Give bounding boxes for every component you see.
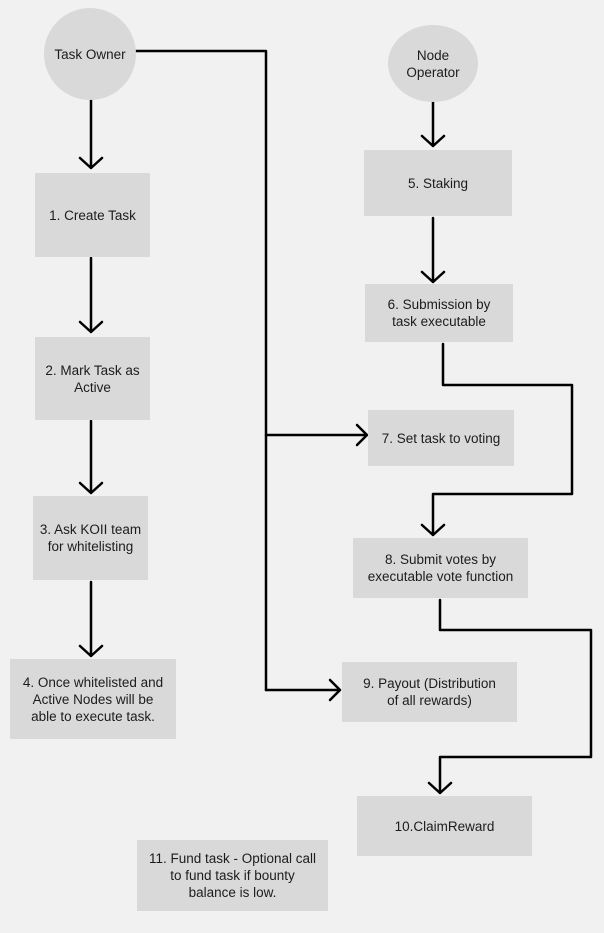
arrow-trunk-to-payout: [264, 678, 342, 702]
node-label: Task Owner: [54, 46, 126, 62]
arrow-staking-to-submission: [420, 216, 446, 284]
node-label: 7. Set task to voting: [381, 430, 501, 446]
arrow-owner-to-create: [78, 96, 104, 170]
node-label: 10.ClaimReward: [394, 818, 495, 834]
node-label: Active Nodes will be: [32, 691, 154, 707]
arrow-ask-koii-to-whitelisted: [78, 580, 104, 658]
payout-box: 9. Payout (Distribution of all rewards): [342, 662, 517, 722]
node-label: 9. Payout (Distribution: [363, 676, 496, 691]
node-label: executable vote function: [367, 569, 514, 584]
fund-task-box: 11. Fund task - Optional call to fund ta…: [137, 840, 328, 911]
claim-reward-box: 10.ClaimReward: [357, 796, 532, 856]
node-label: 1. Create Task: [49, 207, 136, 223]
submit-votes-box: 8. Submit votes by executable vote funct…: [353, 538, 528, 598]
node-label: 8. Submit votes by: [384, 552, 497, 567]
node-label: able to execute task.: [31, 708, 155, 724]
node-label: for whitelisting: [47, 539, 134, 554]
node-label: task executable: [392, 314, 486, 329]
connector-owner-trunk: [134, 49, 268, 692]
node-label: 11. Fund task - Optional call: [148, 851, 317, 866]
task-owner-node: Task Owner: [44, 8, 136, 100]
arrow-trunk-to-set-voting: [264, 423, 369, 447]
node-label: Operator: [406, 64, 460, 80]
set-voting-box: 7. Set task to voting: [368, 410, 514, 466]
node-label: 6. Submission by: [387, 297, 491, 312]
node-label: of all rewards): [387, 693, 472, 708]
node-label: Node: [416, 47, 450, 63]
once-whitelisted-box: 4. Once whitelisted and Active Nodes wil…: [10, 659, 176, 739]
create-task-box: 1. Create Task: [35, 173, 150, 257]
arrow-create-to-mark-active: [78, 256, 104, 334]
node-label: balance is low.: [188, 885, 277, 900]
arrow-submit-votes-to-claim-reward: [427, 598, 593, 795]
staking-box: 5. Staking: [364, 150, 512, 216]
node-label: 2. Mark Task as: [45, 362, 140, 378]
node-label: 3. Ask KOII team: [39, 522, 142, 537]
node-label: 5. Staking: [407, 175, 469, 191]
node-label: Active: [74, 379, 111, 395]
arrow-operator-to-staking: [420, 98, 446, 148]
mark-active-box: 2. Mark Task as Active: [35, 337, 150, 420]
node-label: to fund task if bounty: [170, 868, 295, 883]
node-label: 4. Once whitelisted and: [22, 674, 164, 690]
submission-box: 6. Submission by task executable: [365, 284, 513, 342]
node-operator-node: Node Operator: [388, 25, 478, 102]
arrow-mark-active-to-ask-koii: [78, 419, 104, 495]
ask-koii-box: 3. Ask KOII team for whitelisting: [33, 496, 148, 580]
arrow-submission-to-submit-votes: [420, 342, 574, 537]
